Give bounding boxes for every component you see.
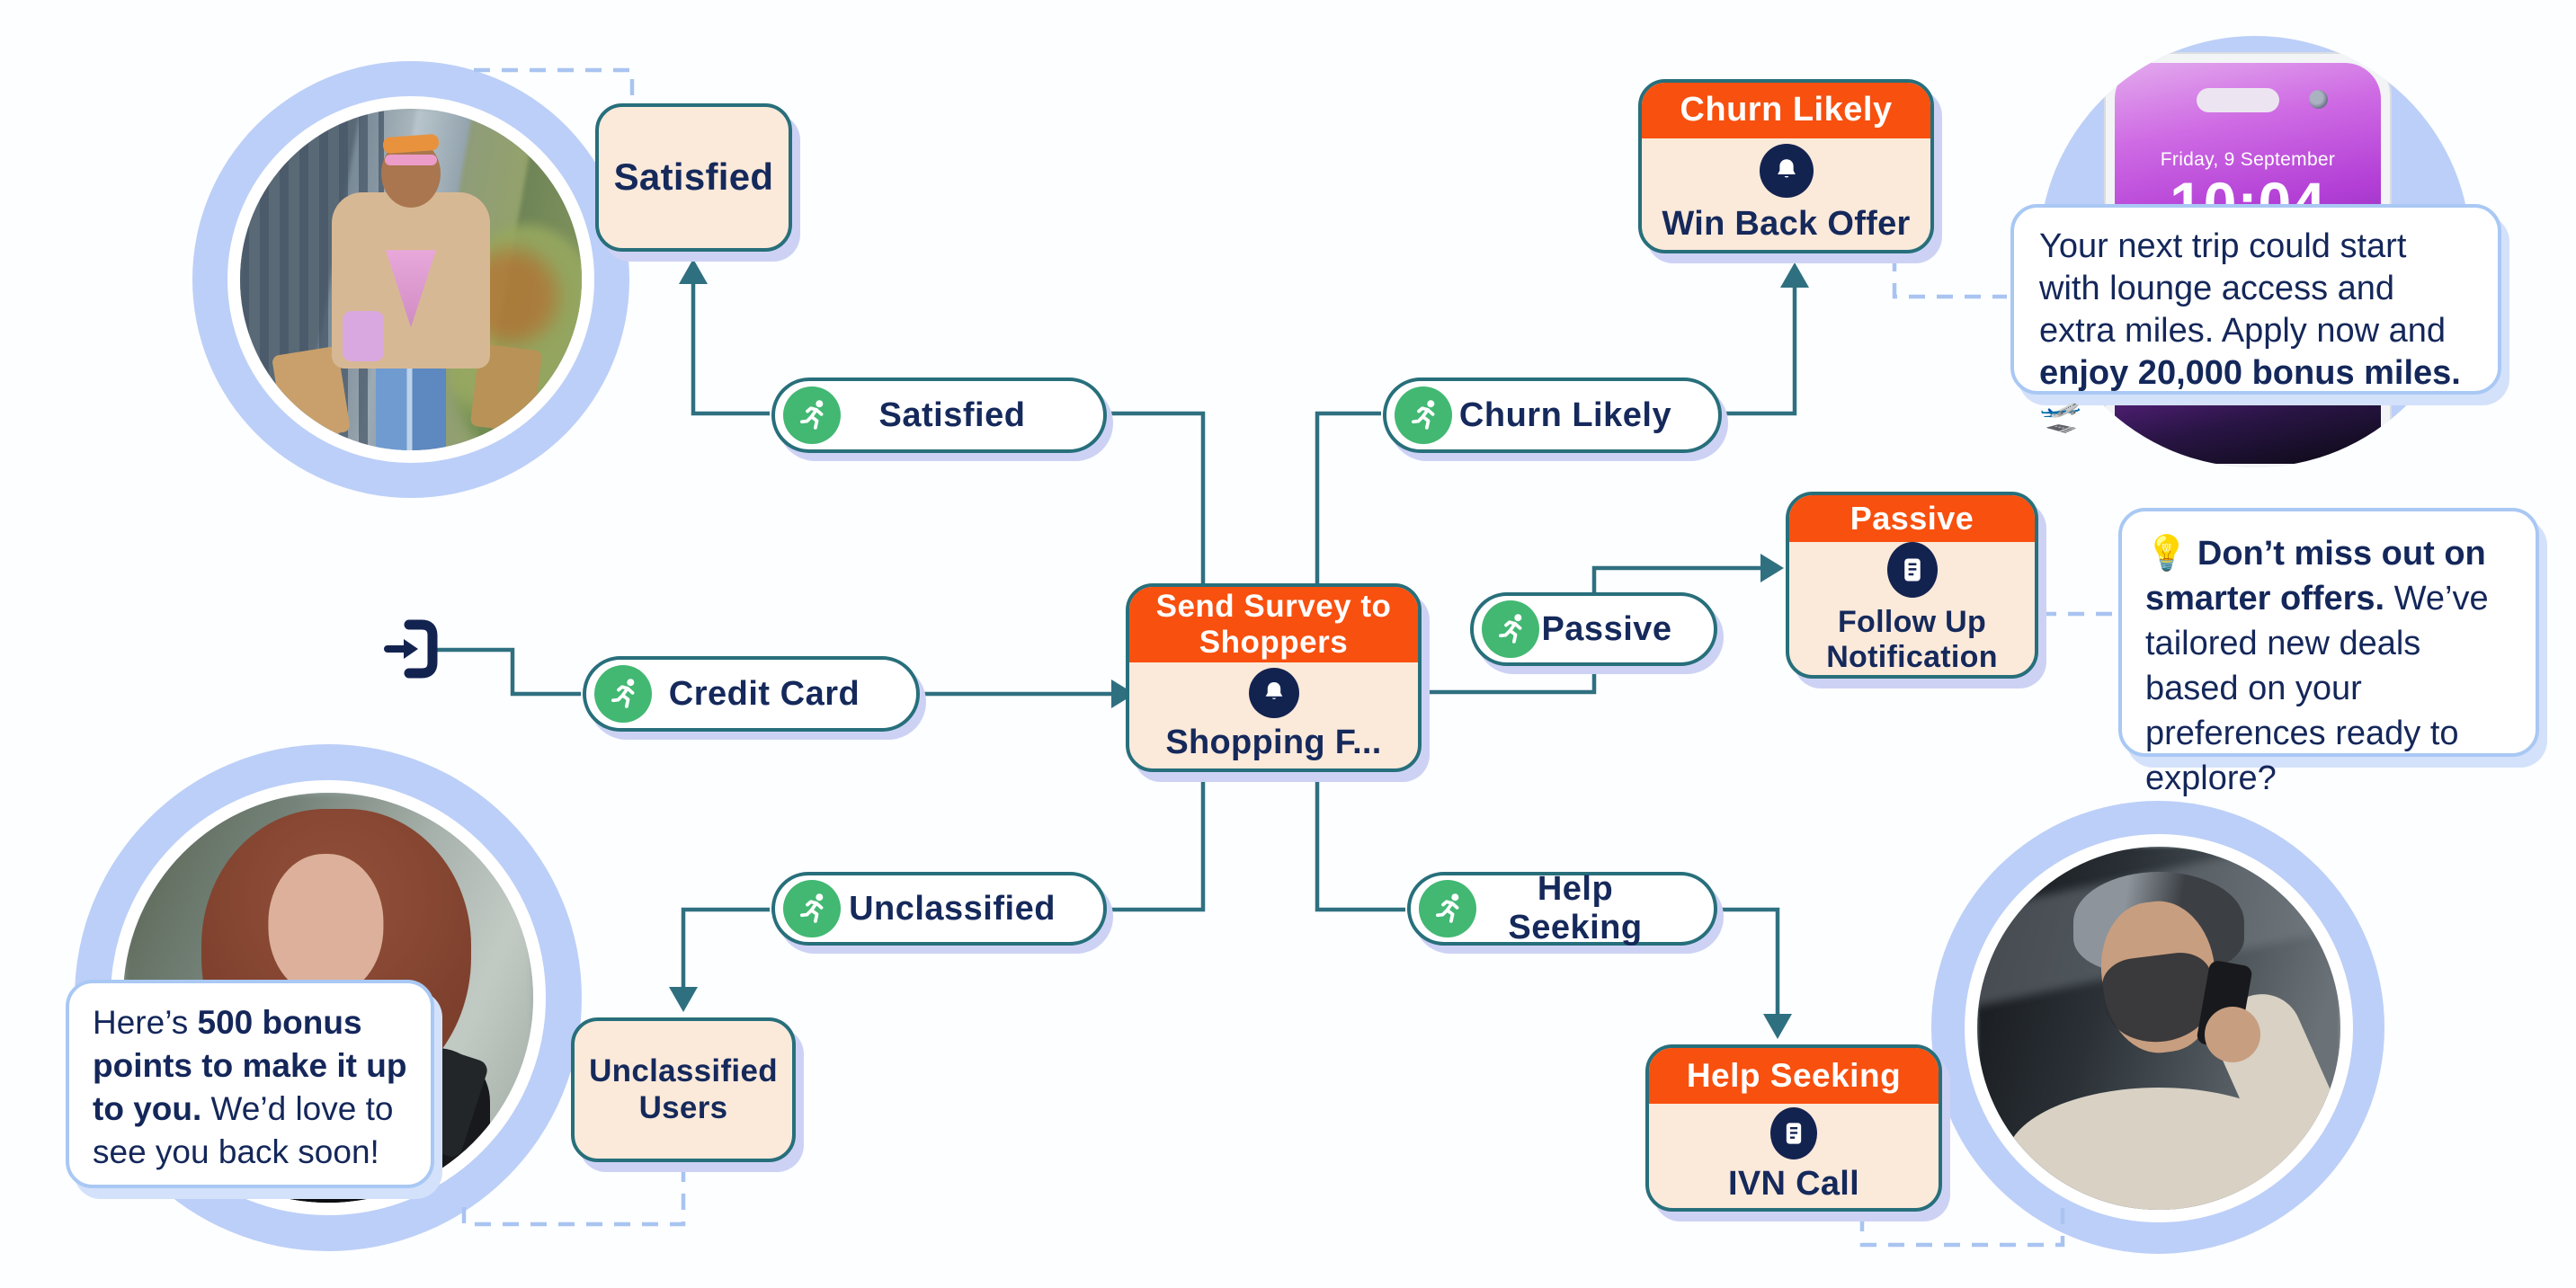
man-hand — [2205, 1006, 2261, 1062]
pill-label: Passive — [1541, 609, 1672, 648]
message-bubble-bonus-miles: Your next trip could start with lounge a… — [2010, 204, 2501, 434]
dynamic-island — [2196, 88, 2279, 112]
lockscreen-date: Friday, 9 September — [2160, 149, 2336, 170]
bubble-text: Your next trip could start with lounge a… — [2039, 227, 2447, 350]
pill-label: Satisfied — [878, 395, 1026, 434]
action-card-send-survey[interactable]: Send Survey to Shoppers Shopping F... — [1126, 583, 1422, 772]
card-label: Satisfied — [613, 155, 774, 199]
bubble-text-bold: enjoy 20,000 bonus miles. — [2039, 354, 2461, 392]
branch-pill-help-seeking[interactable]: Help Seeking — [1407, 870, 1717, 946]
bubble-text-bold: 500 bonus points to make it up to you. — [93, 1004, 407, 1127]
terminal-card-satisfied[interactable]: Satisfied — [595, 103, 792, 252]
card-label: IVN Call — [1728, 1165, 1859, 1204]
bubble-text-bold: Don’t miss out on smarter offers. — [2145, 535, 2486, 617]
card-header: Passive — [1789, 495, 2035, 542]
branch-pill-satisfied[interactable]: Satisfied — [771, 378, 1107, 453]
branch-pill-passive[interactable]: Passive — [1470, 592, 1717, 666]
plane-emoji: 🛫 — [2039, 396, 2082, 434]
action-card-follow-up-notification[interactable]: Passive Follow Up Notification — [1786, 492, 2038, 679]
runner-icon — [1419, 880, 1476, 937]
runner-icon — [783, 386, 841, 444]
shopper-sunglasses — [385, 155, 437, 166]
runner-icon — [594, 665, 652, 723]
card-label: Shopping F... — [1165, 724, 1382, 762]
bubble-text: We’ve tailored new deals based on your p… — [2145, 580, 2489, 797]
card-label: Win Back Offer — [1662, 205, 1911, 244]
terminal-card-unclassified-users[interactable]: Unclassified Users — [571, 1017, 796, 1162]
bubble-text: We’d love to see you back soon! — [93, 1090, 394, 1170]
message-bubble-smarter-offers: 💡 Don’t miss out on smarter offers. We’v… — [2118, 508, 2539, 797]
pill-label: Churn Likely — [1458, 395, 1672, 434]
help-seeker-photo — [1965, 834, 2353, 1222]
runner-icon — [1395, 386, 1452, 444]
pill-label: Help Seeking — [1508, 870, 1643, 946]
document-icon — [1770, 1107, 1817, 1160]
woman-face — [268, 854, 384, 997]
lightbulb-emoji: 💡 — [2145, 535, 2197, 573]
bubble-text: Here’s — [93, 1004, 198, 1041]
branch-pill-unclassified[interactable]: Unclassified — [771, 872, 1107, 946]
man-polo-shirt — [2006, 1088, 2312, 1210]
pill-label: Unclassified — [849, 889, 1056, 928]
document-icon — [1886, 541, 1938, 598]
help-seeker-photo-ring — [1931, 801, 2384, 1254]
bell-icon — [1248, 668, 1299, 719]
card-label: Unclassified Users — [589, 1053, 778, 1125]
bell-icon — [1759, 144, 1814, 199]
front-camera — [2309, 90, 2328, 109]
card-header: Send Survey to Shoppers — [1129, 587, 1418, 662]
message-bubble-bonus-points: Here’s 500 bonus points to make it up to… — [66, 980, 434, 1188]
action-card-win-back-offer[interactable]: Churn Likely Win Back Offer — [1638, 79, 1934, 253]
journey-entry-node[interactable] — [382, 618, 438, 684]
card-header: Churn Likely — [1642, 83, 1930, 138]
card-header: Help Seeking — [1649, 1048, 1939, 1104]
runner-icon — [783, 880, 841, 937]
branch-pill-churn-likely[interactable]: Churn Likely — [1383, 378, 1722, 453]
runner-icon — [1482, 600, 1539, 658]
action-card-ivn-call[interactable]: Help Seeking IVN Call — [1645, 1044, 1942, 1212]
shopper-purse — [343, 311, 384, 362]
pill-label: Credit Card — [668, 674, 860, 713]
shopper-photo-ring — [192, 61, 629, 498]
branch-pill-credit-card[interactable]: Credit Card — [583, 656, 920, 732]
card-label: Follow Up Notification — [1826, 604, 1998, 674]
sign-in-icon — [384, 619, 438, 679]
